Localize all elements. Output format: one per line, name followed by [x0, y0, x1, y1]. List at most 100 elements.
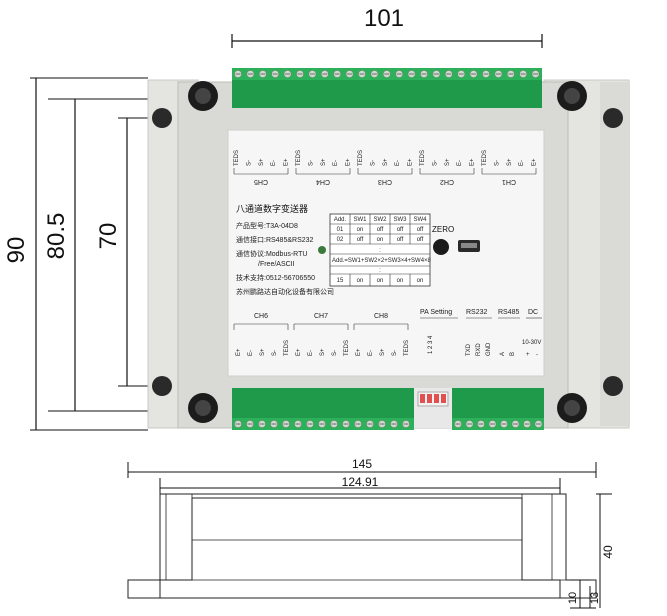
- side-length-outer: 145: [352, 457, 372, 471]
- terminal-screw: [234, 70, 242, 78]
- channel-label: CH3: [378, 178, 392, 185]
- terminal-screw: [378, 420, 386, 428]
- pin-label: TEDS: [420, 150, 426, 166]
- pin-label: E-: [248, 350, 254, 356]
- product-company: 苏州鹏路达自动化设备有限公司: [236, 287, 334, 296]
- side-length-inner: 124.91: [342, 475, 379, 489]
- pin-label: E-: [271, 160, 277, 166]
- dip-switch[interactable]: [417, 391, 449, 407]
- pin-label: TEDS: [284, 340, 290, 356]
- terminal-screw: [333, 70, 342, 78]
- width-dimension-label: 101: [364, 5, 404, 32]
- height-dimensions: 90 80.5 70: [3, 77, 200, 431]
- top-terminal-screws: [234, 70, 540, 78]
- pin-label: E+: [408, 158, 414, 166]
- product-interface: 通信接口:RS485&RS232: [236, 235, 314, 244]
- terminal-screw: [444, 70, 453, 78]
- rail-hole: [152, 376, 172, 396]
- pin-label: TEDS: [358, 150, 364, 166]
- side-left-cap: [165, 493, 193, 581]
- table-cell: on: [397, 278, 404, 284]
- dc-range: 10-30V: [522, 340, 541, 346]
- terminal-screw: [457, 70, 466, 78]
- terminal-screw: [354, 420, 362, 428]
- channel-label: CH4: [316, 178, 330, 185]
- terminal-screw: [342, 420, 350, 428]
- terminal-screw: [482, 70, 490, 78]
- terminal-screw: [494, 70, 503, 78]
- terminal-screw: [523, 420, 531, 428]
- pin-label: S+: [380, 348, 386, 356]
- terminal-screw: [407, 70, 416, 78]
- width-dimension: 101: [231, 5, 543, 48]
- terminal-screw: [420, 70, 428, 78]
- terminal-screw: [477, 420, 485, 428]
- terminal-screw: [382, 70, 391, 78]
- terminal-screw: [488, 420, 497, 428]
- terminal-screw: [519, 70, 528, 78]
- terminal-screw: [366, 420, 374, 428]
- table-ellipsis: :: [379, 248, 381, 254]
- bottom-terminal-screws: [234, 420, 543, 428]
- mounting-hole: [557, 393, 587, 423]
- terminal-screw: [465, 420, 474, 428]
- pin-label: TEDS: [344, 340, 350, 356]
- terminal-screw: [345, 70, 354, 78]
- rail-hole: [603, 376, 623, 396]
- mounting-hole: [557, 81, 587, 111]
- product-protocol-2: /Free/ASCII: [258, 261, 295, 268]
- pin-label: E-: [457, 160, 463, 166]
- table-header: Add.: [334, 217, 347, 223]
- product-model: 产品型号:T3A-04D8: [236, 221, 298, 230]
- height-mid-label: 80.5: [43, 213, 70, 260]
- side-height: 40: [601, 545, 615, 559]
- table-cell: on: [377, 237, 384, 243]
- terminal-screw: [500, 420, 508, 428]
- pin-label: E-: [368, 350, 374, 356]
- terminal-screw: [358, 70, 366, 78]
- table-cell: on: [357, 227, 364, 233]
- channel-label: CH5: [254, 178, 268, 185]
- pin-label: S-: [392, 350, 398, 356]
- mounting-hole: [188, 81, 218, 111]
- comm-sections: PA Setting 1 2 3 4 RS232 TXD RXD GND RS4…: [420, 309, 542, 358]
- address-formula: Add.=SW1+SW2×2+SW3×4+SW4×8: [332, 258, 432, 264]
- channel-label: CH2: [440, 178, 454, 185]
- terminal-screw: [390, 420, 398, 428]
- rs232-rxd: RXD: [476, 343, 482, 356]
- table-cell: 01: [337, 227, 344, 233]
- terminal-screw: [271, 70, 280, 78]
- pin-label: E-: [395, 160, 401, 166]
- pin-label: S-: [272, 350, 278, 356]
- dc-minus: -: [536, 352, 538, 358]
- pin-label: E+: [346, 158, 352, 166]
- pin-label: S+: [383, 158, 389, 166]
- pin-label: S-: [494, 160, 500, 166]
- pin-label: E+: [236, 348, 242, 356]
- terminal-screw: [258, 70, 267, 78]
- terminal-screw: [534, 420, 543, 428]
- device-top-view: TEDS S- S+ E- E+ TEDS S- S+ E- E+ TEDS S- S+ E- E+ TEDS…: [147, 68, 630, 430]
- dc-plus: +: [526, 352, 530, 358]
- product-info: 八通道数字变送器 产品型号:T3A-04D8 通信接口:RS485&RS232 …: [236, 203, 334, 296]
- pin-label: E+: [470, 158, 476, 166]
- table-cell: off: [417, 227, 424, 233]
- rs232-label: RS232: [466, 309, 488, 316]
- table-cell: 02: [337, 237, 344, 243]
- terminal-screw: [320, 70, 329, 78]
- table-cell: on: [377, 278, 384, 284]
- table-header: SW4: [413, 217, 427, 223]
- pin-label: S+: [260, 348, 266, 356]
- table-cell: on: [357, 278, 364, 284]
- channel-label: CH6: [254, 313, 268, 320]
- table-cell: 15: [337, 278, 344, 284]
- table-cell: on: [417, 278, 424, 284]
- pin-label: S-: [246, 160, 252, 166]
- zero-button[interactable]: [433, 239, 449, 255]
- rail-hole: [152, 108, 172, 128]
- rs232-txd: TXD: [466, 343, 472, 356]
- pin-label: S+: [321, 158, 327, 166]
- table-ellipsis: :: [379, 268, 381, 274]
